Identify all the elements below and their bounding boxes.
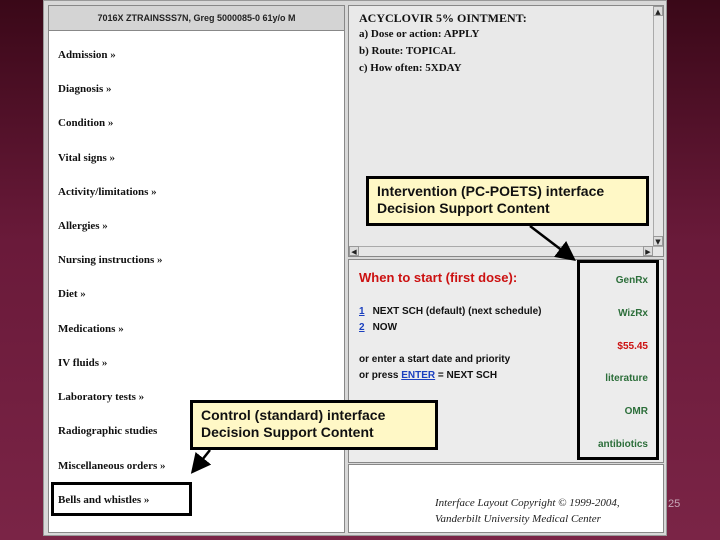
wizrx-link[interactable]: WizRx [618,308,648,319]
menu-item-medications[interactable]: Medications » [58,323,124,335]
order-title: ACYCLOVIR 5% OINTMENT: [359,11,527,25]
control-callout-line-2: Decision Support Content [201,424,374,440]
order-category-panel: 7016X ZTRAINSSS7N, Greg 5000085-0 61y/o … [48,5,345,533]
menu-item-laboratory-tests[interactable]: Laboratory tests » [58,391,145,403]
antibiotics-link[interactable]: antibiotics [597,439,648,450]
menu-item-activity-limitations[interactable]: Activity/limitations » [58,186,157,198]
control-highlight-box [51,482,192,516]
start-time-title: When to start (first dose): [359,270,518,285]
menu-item-nursing-instructions[interactable]: Nursing instructions » [58,254,163,266]
menu-item-condition[interactable]: Condition » [58,117,114,129]
omr-link[interactable]: OMR [624,406,648,417]
application-window: 7016X ZTRAINSSS7N, Greg 5000085-0 61y/o … [43,0,667,536]
genrx-link[interactable]: GenRx [615,275,648,286]
menu-item-allergies[interactable]: Allergies » [58,220,108,232]
control-callout: Control (standard) interface Decision Su… [190,400,438,450]
order-route: b) Route: TOPICAL [359,45,456,57]
order-frequency: c) How often: 5XDAY [359,62,462,74]
menu-item-admission[interactable]: Admission » [58,49,116,61]
literature-link[interactable]: literature [605,373,648,384]
order-dose: a) Dose or action: APPLY [359,28,480,40]
enter-hint-prefix: or press [359,370,402,381]
vertical-scrollbar[interactable]: ▲ ▼ [653,6,663,256]
scroll-up-icon[interactable]: ▲ [653,6,663,16]
horizontal-scrollbar[interactable]: ◀ ▶ [349,246,663,256]
slide-number: 25 [668,498,681,510]
scroll-down-icon[interactable]: ▼ [653,236,663,246]
menu-item-iv-fluids[interactable]: IV fluids » [58,357,108,369]
start-time-panel: When to start (first dose): 1 NEXT SCH (d… [348,259,664,463]
option-1-link[interactable]: 1 [359,306,365,317]
option-next-schedule[interactable]: 1 NEXT SCH (default) (next schedule) [359,306,541,317]
menu-item-vital-signs[interactable]: Vital signs » [58,152,116,164]
menu-item-radiographic-studies[interactable]: Radiographic studies [58,425,158,437]
control-callout-line-1: Control (standard) interface [201,407,386,423]
menu-item-bells-and-whistles[interactable]: Bells and whistles » [58,494,150,506]
decision-support-sidebar: GenRx WizRx $55.45 literature OMR antibi… [577,260,659,460]
enter-hint: or press ENTER = NEXT SCH [359,370,497,381]
scroll-right-icon[interactable]: ▶ [643,246,653,256]
copyright-line-1: Interface Layout Copyright © 1999-2004, [435,497,620,509]
intervention-callout-line-2: Decision Support Content [377,200,550,216]
patient-header: 7016X ZTRAINSSS7N, Greg 5000085-0 61y/o … [49,6,344,31]
option-2-label: NOW [372,322,398,333]
intervention-callout-line-1: Intervention (PC-POETS) interface [377,183,605,199]
option-now[interactable]: 2 NOW [359,322,397,333]
enter-link[interactable]: ENTER [401,370,436,381]
copyright-panel: Interface Layout Copyright © 1999-2004, … [348,464,664,533]
copyright-line-2: Vanderbilt University Medical Center [435,513,601,525]
enter-hint-suffix: = NEXT SCH [435,370,498,381]
menu-item-diagnosis[interactable]: Diagnosis » [58,83,112,95]
start-date-hint: or enter a start date and priority [359,354,511,365]
scroll-left-icon[interactable]: ◀ [349,246,359,256]
drug-cost-link[interactable]: $55.45 [617,341,648,352]
option-1-label: NEXT SCH (default) (next schedule) [372,306,542,317]
option-2-link[interactable]: 2 [359,322,365,333]
menu-item-miscellaneous-orders[interactable]: Miscellaneous orders » [58,460,166,472]
intervention-callout: Intervention (PC-POETS) interface Decisi… [366,176,649,226]
menu-item-diet[interactable]: Diet » [58,288,86,300]
